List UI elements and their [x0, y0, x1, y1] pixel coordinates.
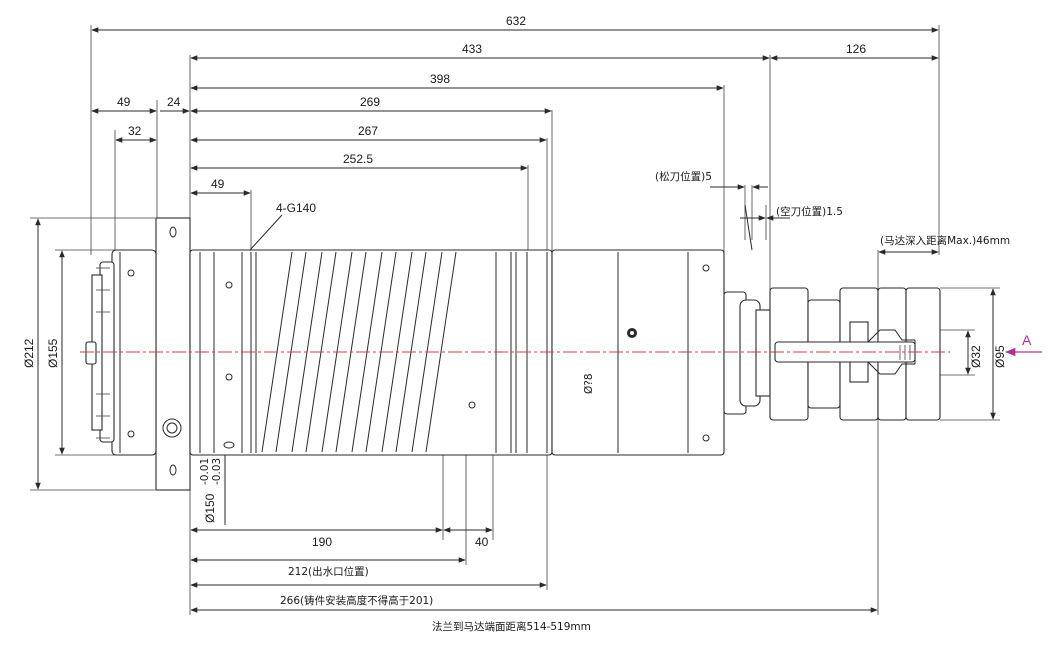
dim-49-top: 49 — [117, 95, 131, 109]
rotary-joint — [769, 287, 941, 421]
dim-269: 269 — [360, 95, 380, 109]
rear-flange — [85, 217, 191, 491]
dim-190: 190 — [312, 535, 332, 549]
dim-252-5: 252.5 — [343, 152, 373, 166]
dim-40: 40 — [475, 535, 489, 549]
dim-398: 398 — [430, 72, 450, 86]
dim-24: 24 — [167, 95, 181, 109]
dim-433: 433 — [462, 42, 482, 56]
groove-leader — [249, 214, 283, 251]
dim-266-casting: 266(铸件安装高度不得高于201) — [280, 594, 433, 607]
dia-212: Ø212 — [22, 338, 36, 368]
dia-155: Ø155 — [46, 338, 60, 368]
dim-267: 267 — [358, 124, 378, 138]
empty-position-label: (空刀位置)1.5 — [776, 205, 843, 218]
release-position-label: (松刀位置)5 — [655, 170, 712, 183]
dia-150: Ø150 — [203, 493, 217, 523]
dim-212-water: 212(出水口位置) — [288, 565, 369, 578]
dia-32: Ø32 — [969, 345, 983, 368]
dim-32: 32 — [128, 124, 142, 138]
groove-label: 4-G140 — [276, 201, 316, 215]
dia-body: Ø?8 — [583, 373, 595, 394]
tol-upper: -0.01 — [199, 458, 211, 485]
dimension-labels: 632 433 126 398 49 24 269 32 267 252.5 4… — [22, 14, 1010, 633]
dimension-lines — [91, 27, 939, 613]
dia-95: Ø95 — [993, 345, 1007, 368]
motor-depth-label: (马达深入距离Max.)46mm — [880, 234, 1010, 247]
dim-49-inner: 49 — [211, 177, 225, 191]
dim-overall: 632 — [506, 14, 526, 28]
flange-to-motor-label: 法兰到马达端面距离514-519mm — [432, 620, 591, 633]
dim-126: 126 — [846, 42, 866, 56]
view-a-label: A — [1022, 332, 1032, 348]
tol-lower: -0.03 — [211, 458, 223, 485]
rear-adapter — [723, 204, 771, 415]
